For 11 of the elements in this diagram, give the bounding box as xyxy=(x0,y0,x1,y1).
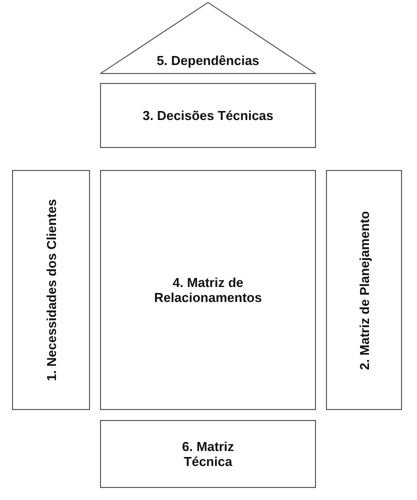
matrix-box xyxy=(12,170,90,410)
box-label: 3. Decisões Técnicas xyxy=(142,108,274,123)
matrix-box xyxy=(100,420,316,488)
matrix-box xyxy=(100,83,316,148)
matrix-box xyxy=(326,170,402,410)
box-label: 2. Matriz de Planejamento xyxy=(356,210,372,370)
box-label: 1. Necessidades dos Clientes xyxy=(44,198,58,382)
box-label: 4. Matriz de Relacionamentos xyxy=(153,275,263,305)
box-label: 6. Matriz Técnica xyxy=(180,439,235,469)
box-label: 5. Dependências xyxy=(156,53,260,68)
matrix-box xyxy=(100,170,316,410)
